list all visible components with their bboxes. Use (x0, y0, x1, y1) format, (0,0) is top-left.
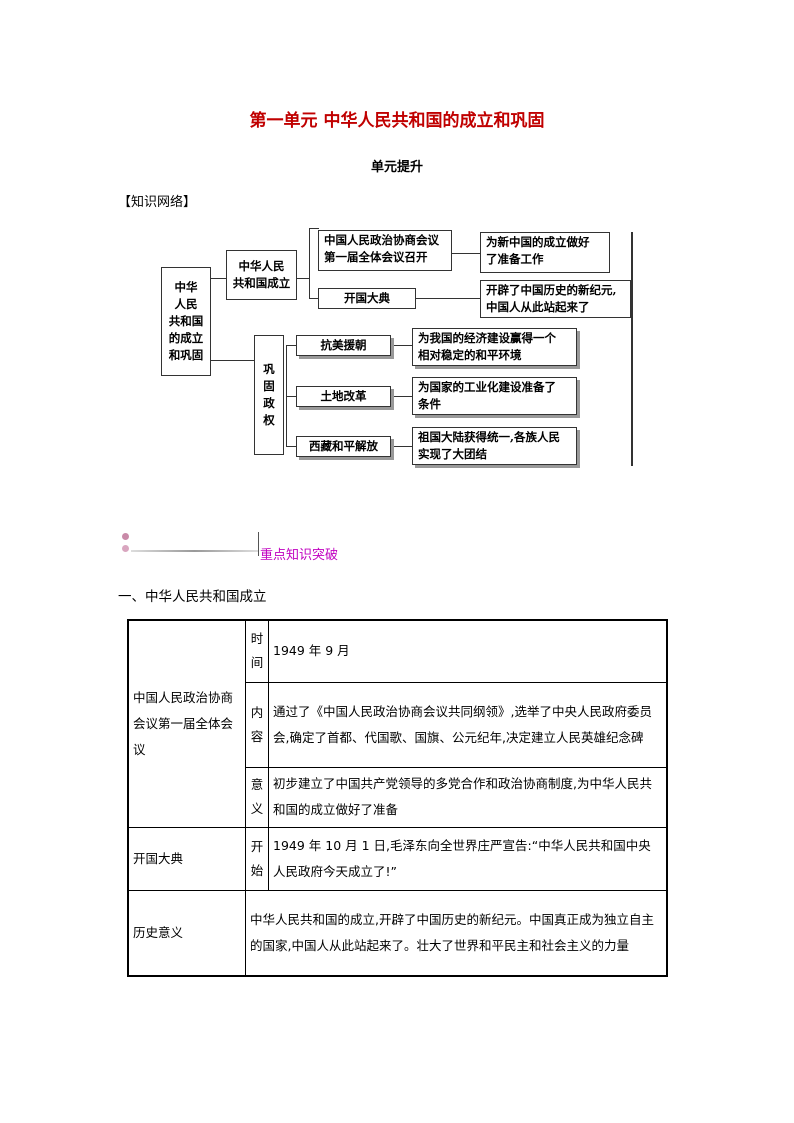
connector-line (286, 345, 296, 346)
connector-line (309, 298, 319, 299)
page-title: 第一单元 中华人民共和国的成立和巩固 (249, 111, 545, 131)
connector-line (297, 278, 309, 279)
result-tibet: 祖国大陆获得统一,各族人民 实现了大团结 (412, 427, 577, 465)
node-korea: 抗美援朝 (296, 335, 391, 356)
connector-line (210, 360, 255, 361)
connector-line (391, 345, 412, 346)
connector-line (286, 446, 296, 447)
connector-line (391, 446, 412, 447)
table-row: 中国人民政治协商会议第一届全体会议 时间 1949 年 9 月 (127, 619, 668, 828)
table-key-cell: 时间 (245, 619, 269, 683)
connector-line (309, 228, 310, 299)
section-label-knowledge-network: 【知识网络】 (118, 195, 197, 210)
banner-rule (131, 550, 258, 552)
page-subtitle: 单元提升 (370, 160, 423, 175)
result-korea: 为我国的经济建设赢得一个 相对稳定的和平环境 (412, 328, 577, 366)
table-topic-cell: 中国人民政治协商会议第一届全体会议 (127, 619, 246, 828)
table-key-cell: 内容 (245, 681, 269, 768)
node-tibet: 西藏和平解放 (296, 436, 391, 457)
connector-line (416, 298, 480, 299)
node-cppcc: 中国人民政治协商会议 第一届全体会议召开 (318, 230, 452, 271)
section-heading: 一、中华人民共和国成立 (118, 589, 267, 605)
founding-table: 中国人民政治协商会议第一届全体会议 时间 1949 年 9 月 内容 通过了《中… (127, 619, 668, 977)
branch-node-founding: 中华人民 共和国成立 (226, 250, 297, 300)
table-topic-cell: 开国大典 (127, 826, 246, 891)
banner-dot-icon (122, 533, 129, 540)
table-value-cell: 通过了《中国人民政治协商会议共同纲领》,选举了中央人民政府委员会,确定了首都、代… (268, 681, 668, 768)
result-land-reform: 为国家的工业化建设准备了 条件 (412, 377, 577, 415)
table-topic-cell: 历史意义 (127, 889, 246, 977)
connector-line (286, 396, 296, 397)
banner-dot-icon (122, 545, 129, 552)
table-key-cell: 意义 (245, 766, 269, 828)
table-value-cell: 1949 年 9 月 (268, 619, 668, 683)
table-value-cell: 中华人民共和国的成立,开辟了中国历史的新纪元。中国真正成为独立自主的国家,中国人… (245, 889, 668, 977)
node-land-reform: 土地改革 (296, 386, 391, 407)
table-row: 内容 通过了《中国人民政治协商会议共同纲领》,选举了中央人民政府委员会,确定了首… (128, 681, 668, 768)
table-key-cell: 开始 (245, 826, 269, 891)
table-value-cell: 初步建立了中国共产党领导的多党合作和政治协商制度,为中华人民共和国的成立做好了准… (268, 766, 668, 828)
connector-line (210, 278, 227, 279)
result-founding-ceremony: 开辟了中国历史的新纪元, 中国人从此站起来了 (480, 280, 631, 318)
node-founding-ceremony: 开国大典 (318, 288, 416, 309)
connector-line (452, 253, 480, 254)
table-row: 历史意义 中华人民共和国的成立,开辟了中国历史的新纪元。中国真正成为独立自主的国… (127, 889, 668, 977)
table-value-cell: 1949 年 10 月 1 日,毛泽东向全世界庄严宣告:“中华人民共和国中央人民… (268, 826, 668, 891)
banner-title: 重点知识突破 (260, 548, 339, 563)
right-border-line (631, 232, 633, 466)
connector-line (391, 396, 412, 397)
banner-divider (258, 532, 259, 556)
table-row: 开国大典 开始 1949 年 10 月 1 日,毛泽东向全世界庄严宣告:“中华人… (127, 826, 668, 891)
root-node: 中华 人民 共和国 的成立 和巩固 (161, 267, 211, 376)
connector-line (309, 228, 319, 229)
branch-node-consolidation: 巩 固 政 权 (254, 335, 284, 455)
result-cppcc: 为新中国的成立做好 了准备工作 (480, 232, 610, 273)
